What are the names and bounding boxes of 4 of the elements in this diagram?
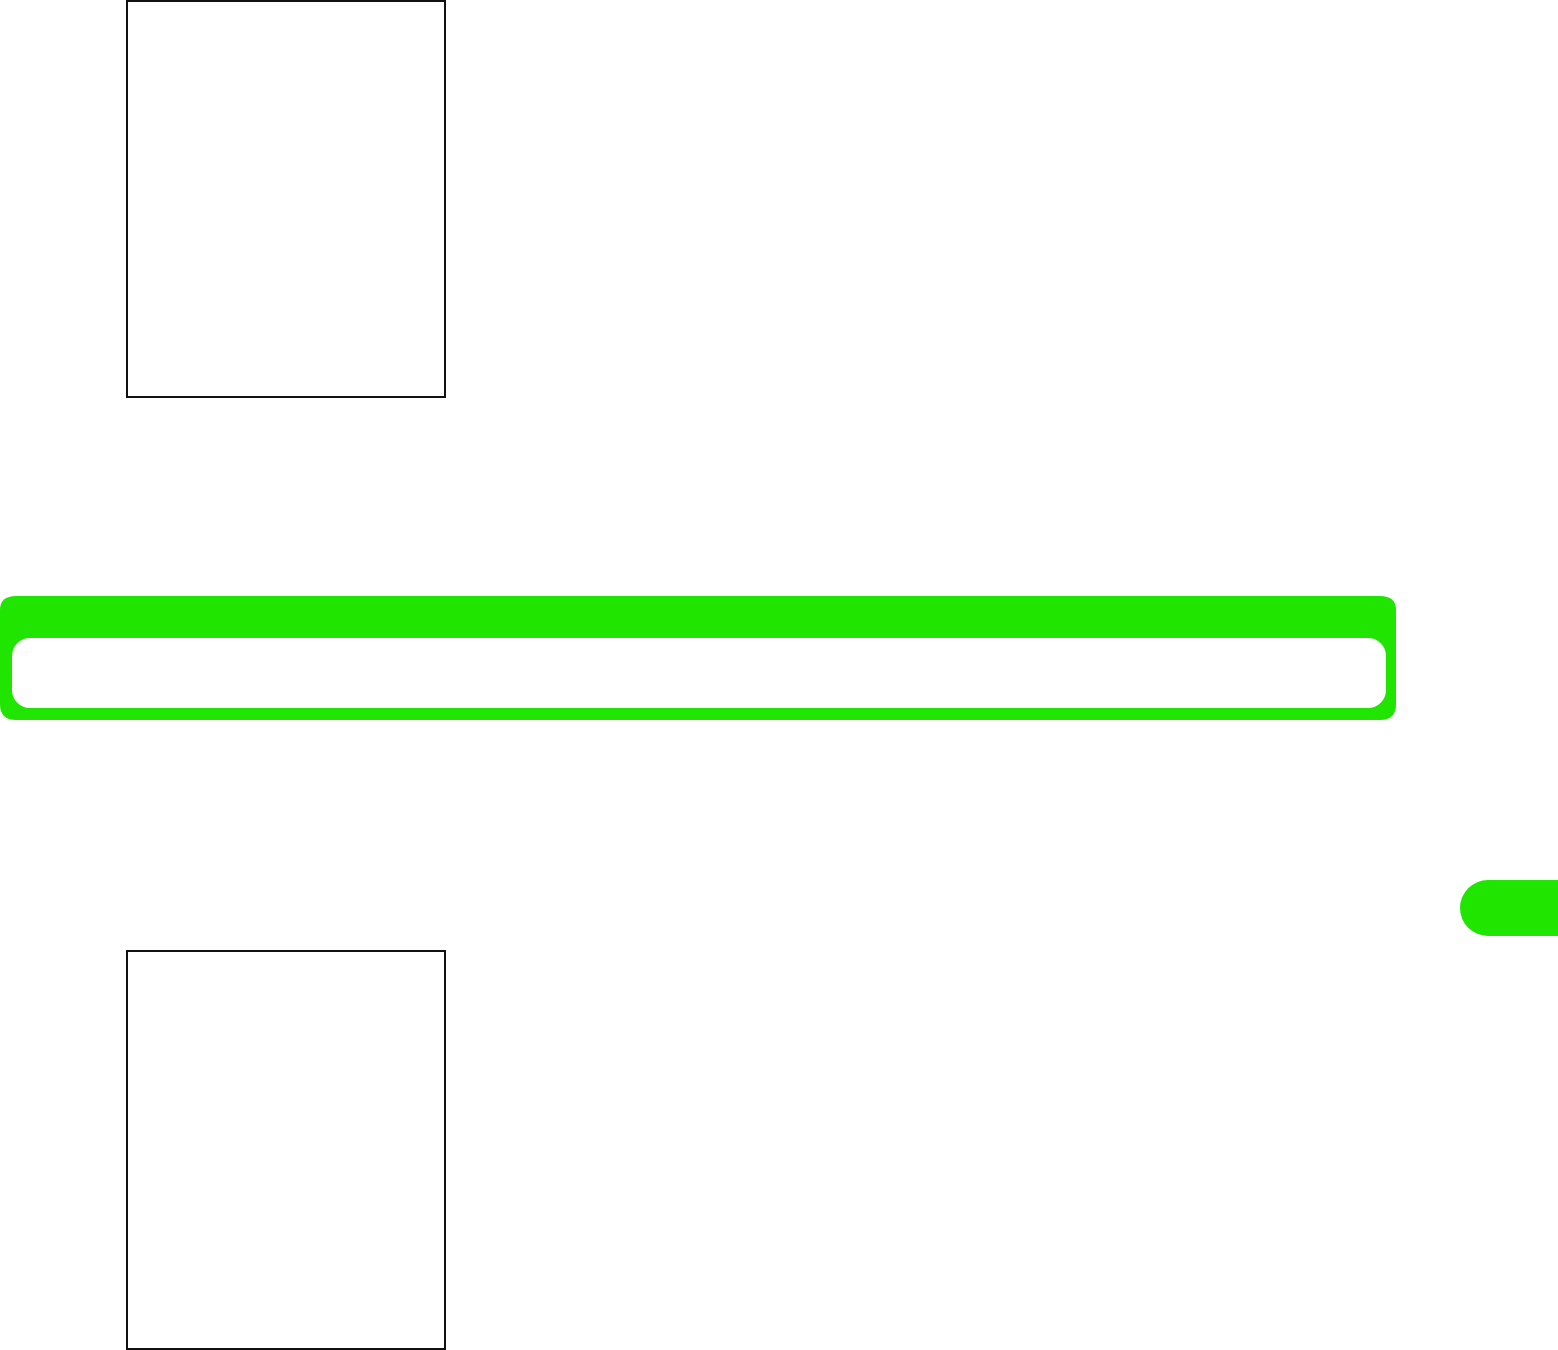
heading-band (0, 594, 1396, 720)
side-tab (1460, 880, 1558, 936)
empty-frame (126, 0, 446, 398)
empty-frame (126, 950, 446, 1350)
